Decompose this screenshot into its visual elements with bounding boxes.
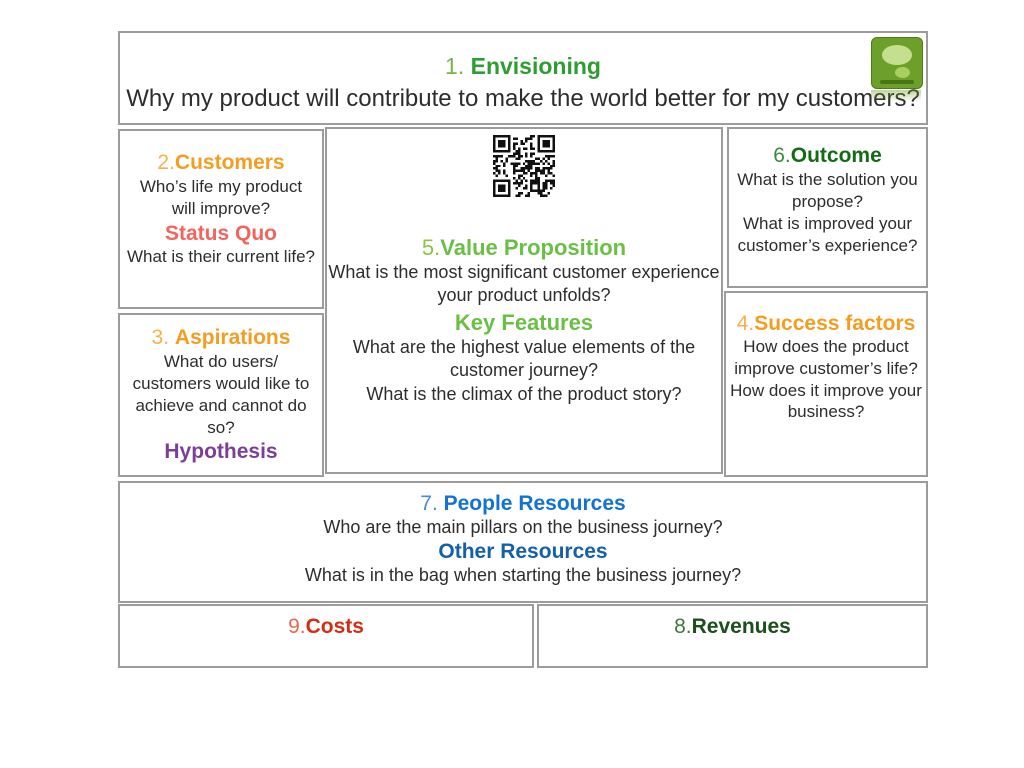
value-proposition-title: 5.Value Proposition xyxy=(421,235,627,260)
envisioning-title: 1. Envisioning xyxy=(445,53,601,79)
status-quo-subhead: Status Quo xyxy=(164,221,277,245)
outcome-box: 6.Outcome What is the solution you propo… xyxy=(727,127,928,288)
envisioning-number: 1. xyxy=(445,53,471,79)
logo-big-bubble xyxy=(882,45,912,65)
customers-box: 2.Customers Who’s life my product will i… xyxy=(118,129,324,309)
customers-question-1: Who’s life my product will improve? xyxy=(139,177,303,218)
green-speech-bubbles-logo-icon xyxy=(871,37,923,89)
costs-title: 9.Costs xyxy=(288,615,364,638)
key-features-subhead: Key Features xyxy=(454,309,594,335)
aspirations-title: 3. Aspirations xyxy=(151,326,291,349)
outcome-title: 6.Outcome xyxy=(773,144,882,167)
value-question-1: What is the most significant customer ex… xyxy=(328,262,720,306)
people-resources-box: 7. People Resources Who are the main pil… xyxy=(118,481,928,603)
logo-area xyxy=(871,37,923,102)
success-factors-title: 4.Success factors xyxy=(736,312,916,335)
costs-box: 9.Costs xyxy=(118,604,534,668)
outcome-question-1: What is the solution you propose? xyxy=(737,170,918,211)
people-question-1: Who are the main pillars on the business… xyxy=(323,517,723,537)
logo-small-bubble xyxy=(895,67,910,78)
outcome-question-2: What is improved your customer’s experie… xyxy=(737,213,918,255)
people-question-2: What is in the bag when starting the bus… xyxy=(304,565,742,586)
aspirations-box: 3. Aspirations What do users/ customers … xyxy=(118,313,324,477)
value-question-2: What are the highest value elements of t… xyxy=(352,336,696,381)
logo-reflection xyxy=(871,90,921,102)
success-question-1: How does the product improve customer’s … xyxy=(734,337,918,378)
aspirations-question-1: What do users/ customers would like to a… xyxy=(132,352,310,437)
hypothesis-subhead: Hypothesis xyxy=(164,440,278,464)
success-factors-box: 4.Success factors How does the product i… xyxy=(724,291,928,477)
revenues-box: 8.Revenues xyxy=(537,604,928,668)
people-resources-title: 7. People Resources xyxy=(420,492,626,515)
revenues-title: 8.Revenues xyxy=(674,615,791,638)
value-proposition-box: 5.Value Proposition What is the most sig… xyxy=(325,127,723,474)
customers-question-2: What is their current life? xyxy=(126,246,315,266)
other-resources-subhead: Other Resources xyxy=(438,540,608,564)
logo-caption-strip xyxy=(880,80,914,84)
success-question-2: How does it improve your business? xyxy=(730,380,922,422)
envisioning-box: 1. Envisioning Why my product will contr… xyxy=(118,31,928,125)
qr-code-icon xyxy=(493,135,555,197)
envisioning-subtitle: Why my product will contribute to make t… xyxy=(126,85,920,112)
value-question-3: What is the climax of the product story? xyxy=(366,383,682,404)
customers-title: 2.Customers xyxy=(157,151,285,174)
